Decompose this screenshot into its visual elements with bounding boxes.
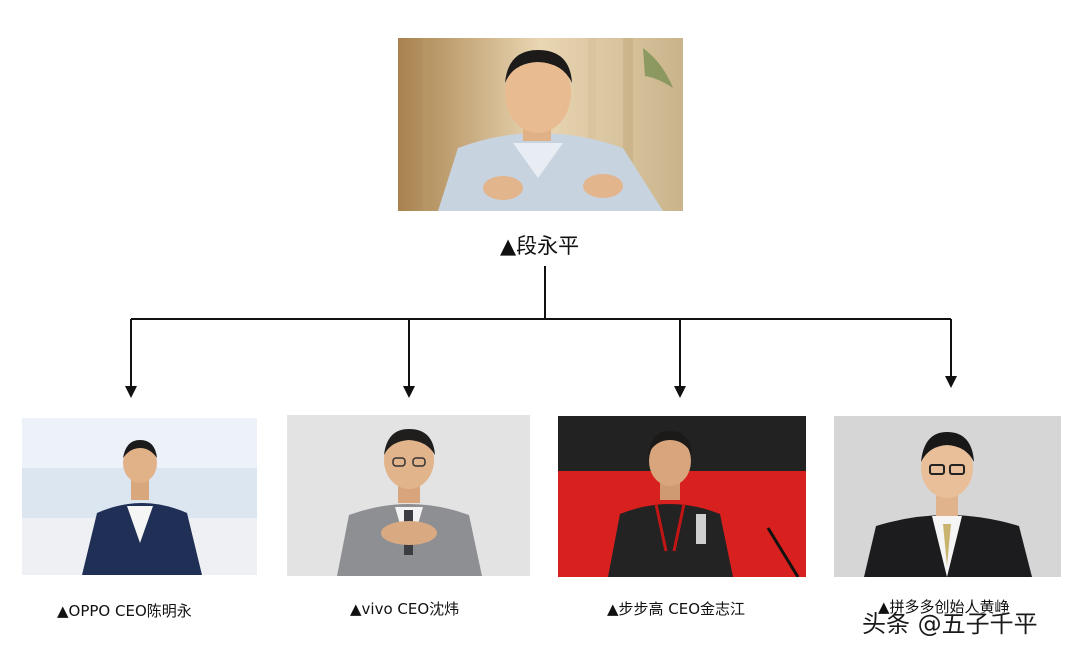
root-person-photo <box>398 38 683 211</box>
child-photo-oppo <box>22 418 257 575</box>
root-caption: ▲段永平 <box>500 234 580 258</box>
child-caption-pdd: ▲拼多多创始人黄峥 <box>878 598 1010 616</box>
arrow-head-4 <box>945 376 957 388</box>
child-caption-vivo: ▲vivo CEO沈炜 <box>350 600 460 618</box>
child-caption-bbk: ▲步步高 CEO金志江 <box>607 600 746 618</box>
watermark-text: 头条 @五子千平 <box>862 610 1038 638</box>
child-caption-oppo: ▲OPPO CEO陈明永 <box>57 602 192 620</box>
child-photo-vivo <box>287 415 530 576</box>
arrow-head-2 <box>403 386 415 398</box>
child-photo-pdd <box>834 416 1061 577</box>
arrow-head-3 <box>674 386 686 398</box>
arrow-head-1 <box>125 386 137 398</box>
child-photo-bbk <box>558 416 806 577</box>
